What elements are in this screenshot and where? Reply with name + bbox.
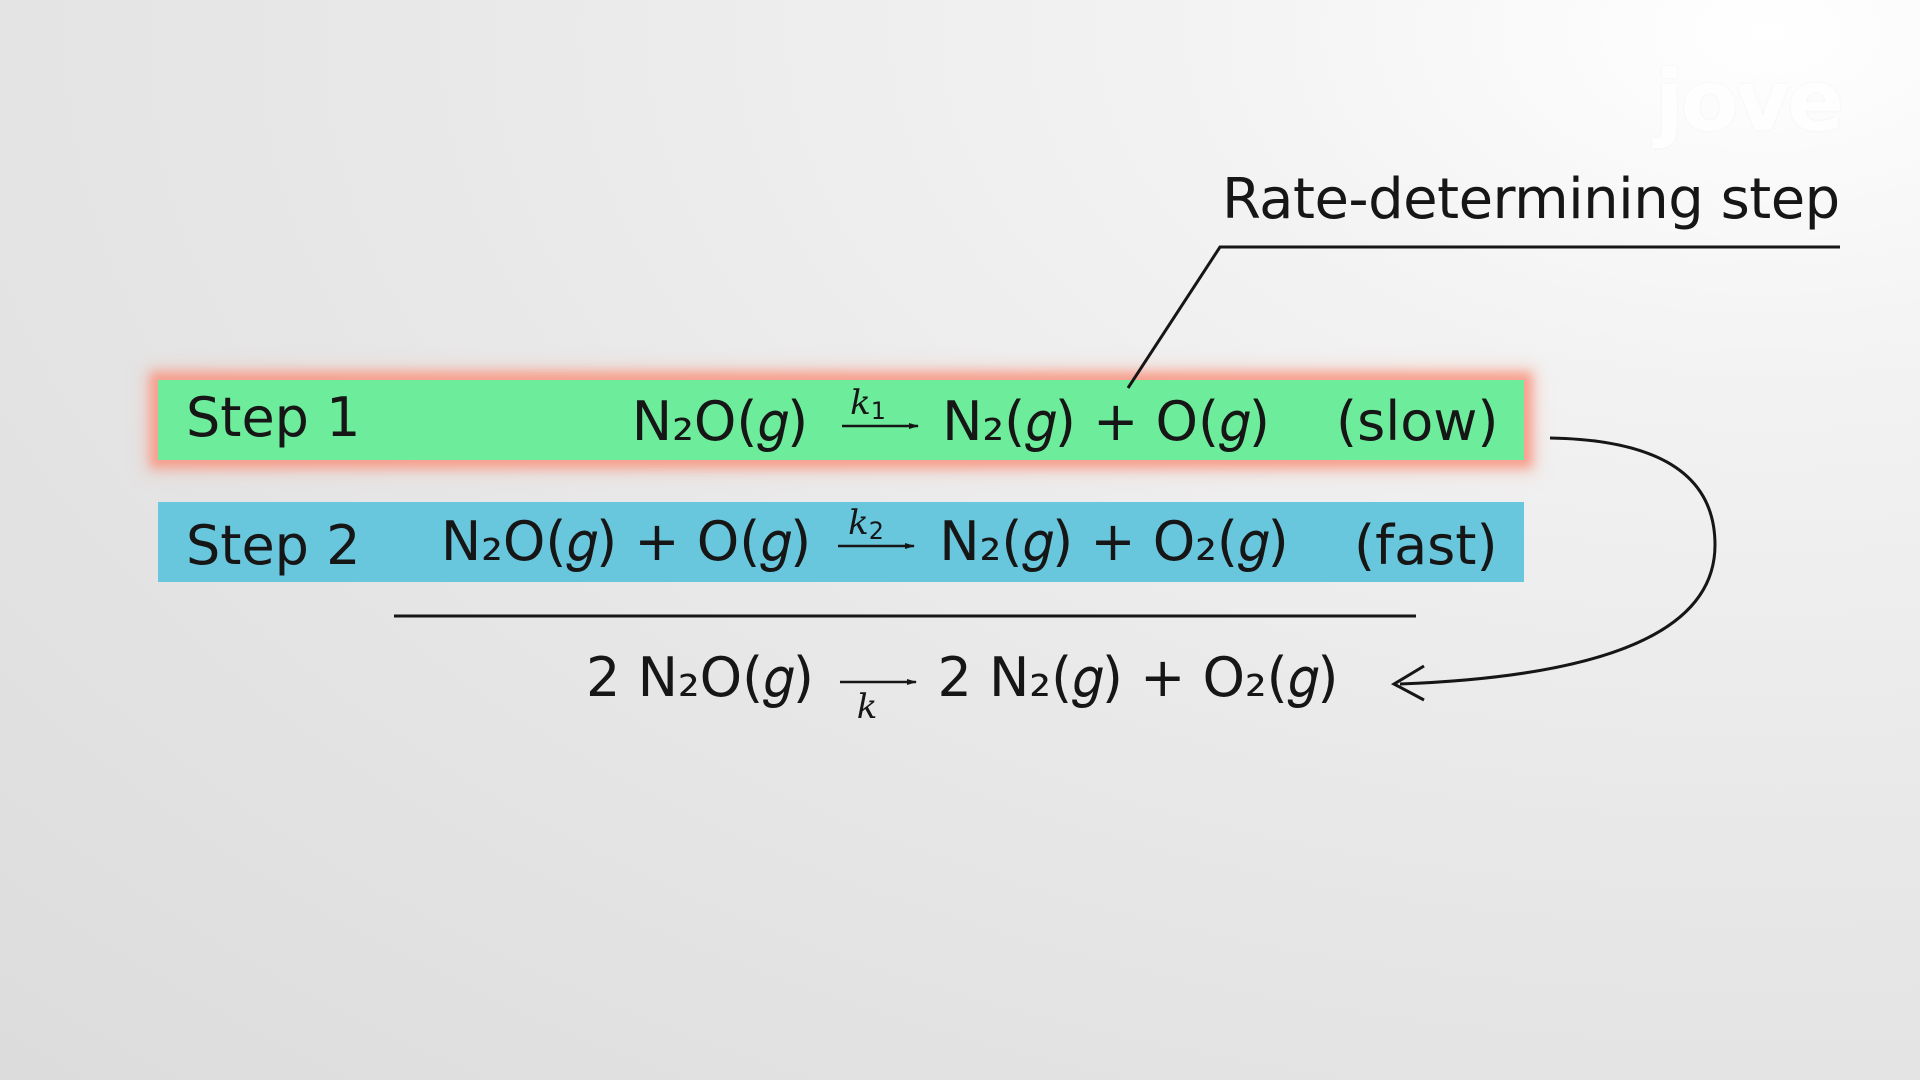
step-2-k: k — [848, 503, 869, 543]
step-1-speed: (slow) — [1336, 390, 1499, 453]
step-1-reactants: N₂O(𝑔) — [631, 390, 809, 453]
jove-logo: jove — [1655, 52, 1844, 150]
rate-determining-label: Rate-determining step — [1222, 167, 1840, 232]
step-2-speed: (fast) — [1354, 514, 1498, 577]
step-1-products: N₂(𝑔) + O(𝑔) — [942, 390, 1270, 453]
annotation-leader-line — [1126, 245, 1840, 389]
overall-reactants: 2 N₂O(𝑔) — [586, 646, 814, 709]
step-1-band — [158, 380, 1524, 460]
step-1-label: Step 1 — [186, 386, 361, 449]
step-1-k: k — [850, 383, 871, 423]
step-2-reactants: N₂O(𝑔) + O(𝑔) — [440, 510, 812, 573]
step-2-label: Step 2 — [186, 514, 361, 577]
step-2-products: N₂(𝑔) + O₂(𝑔) — [939, 510, 1289, 573]
curved-connector-arrow — [1399, 436, 1717, 686]
step-1-k-subscript: 1 — [870, 396, 886, 425]
overall-rate-constant: k — [856, 687, 878, 727]
step-1-rate-constant: k1 — [850, 383, 886, 423]
curved-connector-arrowhead — [1390, 664, 1425, 702]
step-2-band — [158, 502, 1524, 582]
step-2-k-subscript: 2 — [868, 516, 884, 545]
step-2-rate-constant: k2 — [848, 503, 884, 543]
overall-products: 2 N₂(𝑔) + O₂(𝑔) — [937, 646, 1339, 709]
